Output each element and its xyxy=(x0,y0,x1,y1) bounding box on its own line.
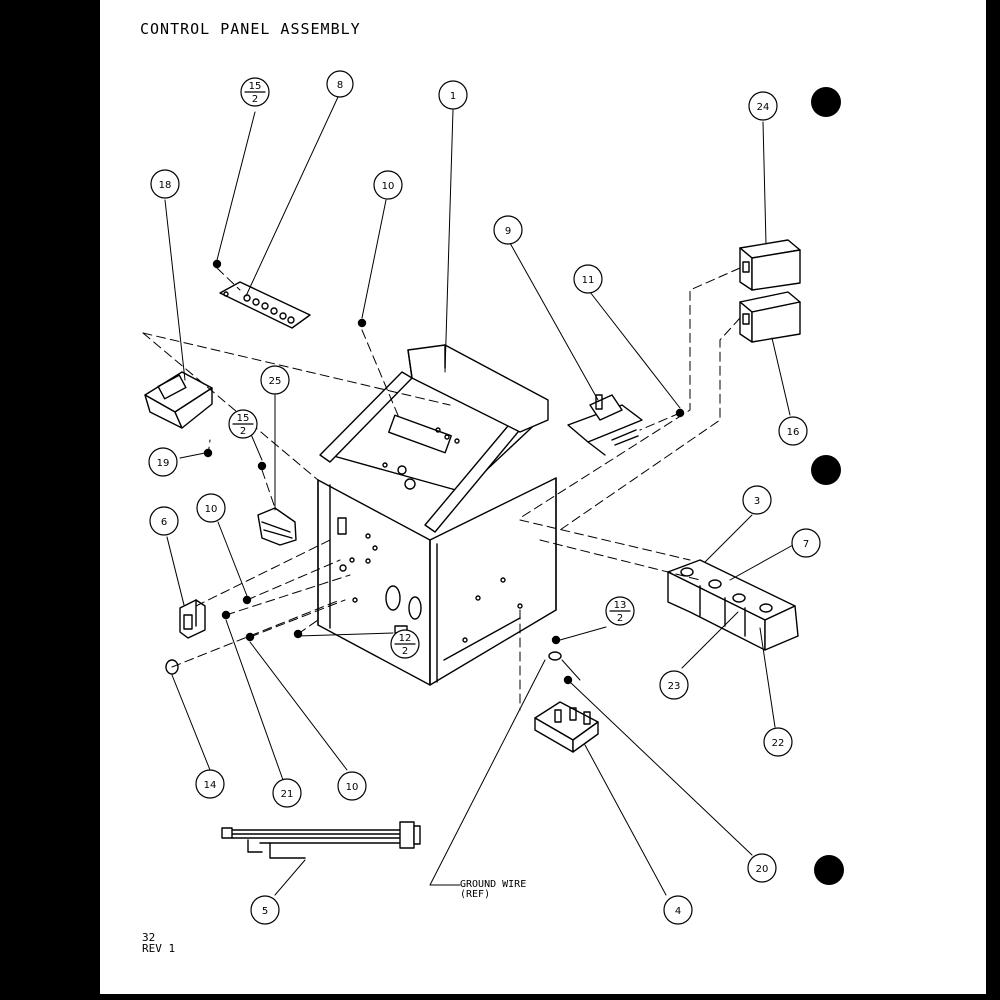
control-box-chassis xyxy=(317,344,557,686)
relay-16 xyxy=(739,291,801,343)
callout-12-2-den: 2 xyxy=(402,646,408,657)
screw-15-mid xyxy=(257,461,267,471)
binder-hole-bottom xyxy=(814,855,844,885)
callout-6: 6 xyxy=(161,517,167,528)
callout-19: 19 xyxy=(157,458,170,469)
callout-13-2-num: 13 xyxy=(614,600,627,611)
callout-22: 22 xyxy=(772,738,785,749)
ground-wire-ref-text: (REF) xyxy=(460,889,491,900)
callout-15-2-top-num: 15 xyxy=(249,81,262,92)
relay-24 xyxy=(739,239,801,291)
terminal-block-4 xyxy=(534,701,599,753)
binder-hole-middle xyxy=(811,455,841,485)
diagram-title: CONTROL PANEL ASSEMBLY xyxy=(140,20,361,38)
screw-10-top xyxy=(357,318,367,328)
callout-7: 7 xyxy=(803,539,809,550)
callout-15-2-mid-num: 15 xyxy=(237,413,250,424)
ground-ring xyxy=(548,651,562,661)
callout-10-left: 10 xyxy=(205,504,218,515)
callout-15-2-mid-den: 2 xyxy=(240,426,246,437)
callout-15-2-top-den: 2 xyxy=(252,94,258,105)
callout-1: 1 xyxy=(450,91,456,102)
callout-5: 5 xyxy=(262,906,268,917)
callout-3: 3 xyxy=(754,496,760,507)
wire-harness-5 xyxy=(221,821,421,859)
callout-13-2-den: 2 xyxy=(617,613,623,624)
callout-23: 23 xyxy=(668,681,681,692)
callout-11: 11 xyxy=(582,275,595,286)
screw-13 xyxy=(551,635,561,645)
callout-10-bottom: 10 xyxy=(346,782,359,793)
transformer-9 xyxy=(567,394,643,456)
transformer-18 xyxy=(144,371,213,429)
callout-10-top: 10 xyxy=(382,181,395,192)
bracket-25 xyxy=(257,507,297,546)
screw-15-top xyxy=(212,259,222,269)
switch-6 xyxy=(179,599,206,639)
ground-wire-text: GROUND WIRE xyxy=(460,879,527,890)
callout-14: 14 xyxy=(204,780,217,791)
terminal-strip-8 xyxy=(219,281,311,329)
page-footer: 32 REV 1 xyxy=(142,932,175,954)
callout-16: 16 xyxy=(787,427,800,438)
callout-20: 20 xyxy=(756,864,769,875)
callout-18: 18 xyxy=(159,180,172,191)
callout-4: 4 xyxy=(675,906,681,917)
binder-hole-top xyxy=(811,87,841,117)
callout-9: 9 xyxy=(505,226,511,237)
callout-circles xyxy=(148,70,821,925)
callout-8: 8 xyxy=(337,80,343,91)
page-number: 32 xyxy=(142,931,156,944)
callout-24: 24 xyxy=(757,102,770,113)
revision-label: REV 1 xyxy=(142,942,176,955)
callout-21: 21 xyxy=(281,789,294,800)
callout-25: 25 xyxy=(269,376,282,387)
ground-wire-label: GROUND WIRE (REF) xyxy=(460,880,526,900)
callout-12-2-num: 12 xyxy=(399,633,412,644)
relay-row-3-7-23-22 xyxy=(667,559,799,651)
